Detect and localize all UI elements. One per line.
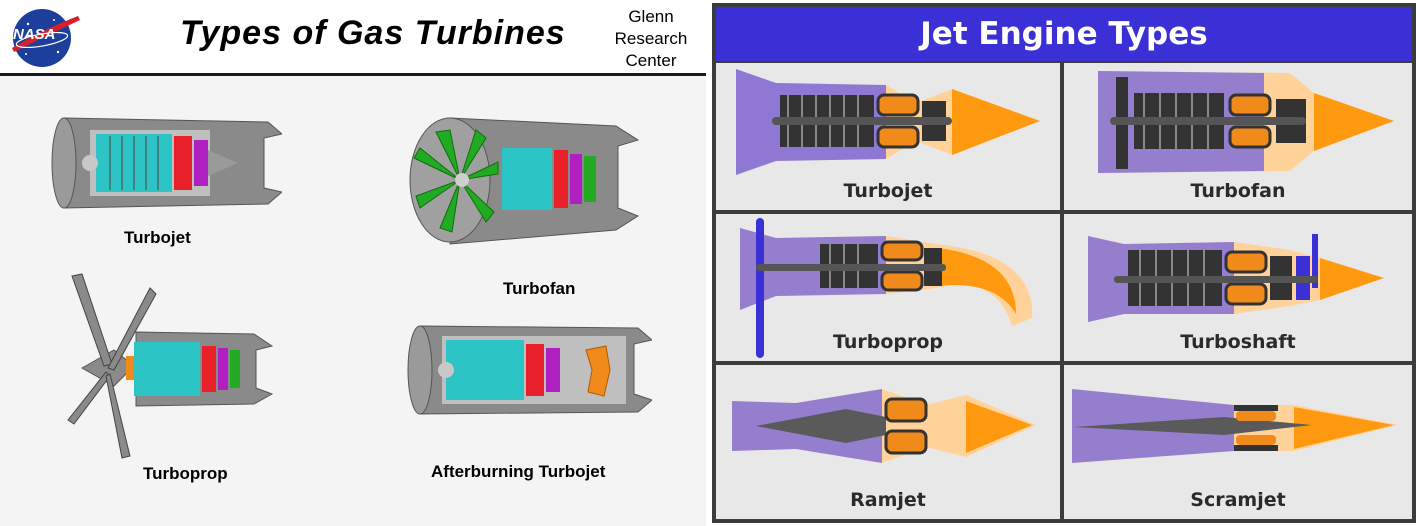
- turbojet-cell: Turbojet: [716, 63, 1060, 210]
- turboprop-label: Turboprop: [143, 464, 228, 483]
- turbojet-caption: Turbojet: [843, 180, 933, 202]
- gas-turbines-panel: NASA Types of Gas Turbines Glenn Researc…: [0, 0, 706, 526]
- header-divider: [0, 73, 706, 76]
- turboprop-3d-diagram: [67, 273, 274, 459]
- center-name: Glenn Research Center: [608, 6, 694, 72]
- header-bar: [0, 0, 706, 74]
- turboprop-cell: Turboprop: [716, 214, 1060, 361]
- panel-title: Jet Engine Types: [920, 16, 1208, 52]
- turbofan-diagram: [1098, 71, 1394, 173]
- afterburning-turbojet-3d-diagram: [407, 325, 652, 415]
- ramjet-diagram: [732, 389, 1036, 463]
- title-banner: Jet Engine Types: [716, 7, 1412, 61]
- turbojet-diagram: [736, 69, 1040, 175]
- scramjet-diagram: [1072, 389, 1398, 463]
- ramjet-cell: Ramjet: [716, 365, 1060, 519]
- nasa-logo-text: NASA: [13, 26, 56, 43]
- turboshaft-diagram: [1088, 234, 1384, 322]
- turbofan-caption: Turbofan: [1190, 180, 1286, 202]
- turboshaft-cell: Turboshaft: [1064, 214, 1412, 361]
- scramjet-cell: Scramjet: [1064, 365, 1412, 519]
- turboshaft-caption: Turboshaft: [1180, 331, 1296, 353]
- center-name-line-1: Glenn: [628, 7, 674, 26]
- turboprop-caption: Turboprop: [832, 331, 944, 353]
- center-name-line-2: Research: [614, 29, 688, 48]
- turbofan-3d-diagram: [409, 117, 640, 245]
- center-name-line-3: Center: [625, 51, 677, 70]
- nasa-logo-icon: [12, 9, 80, 67]
- turbojet-label: Turbojet: [124, 228, 191, 247]
- turboprop-diagram: [740, 218, 1033, 358]
- ramjet-caption: Ramjet: [850, 489, 926, 511]
- scramjet-caption: Scramjet: [1190, 489, 1286, 511]
- page-title: Types of Gas Turbines: [180, 14, 566, 52]
- turbojet-3d-diagram: [51, 117, 282, 209]
- turbofan-label: Turbofan: [503, 279, 576, 298]
- afterburning-turbojet-label: Afterburning Turbojet: [431, 462, 606, 481]
- jet-engine-types-panel: Jet Engine Types Turbojet: [712, 3, 1416, 523]
- turbofan-cell: Turbofan: [1064, 63, 1412, 210]
